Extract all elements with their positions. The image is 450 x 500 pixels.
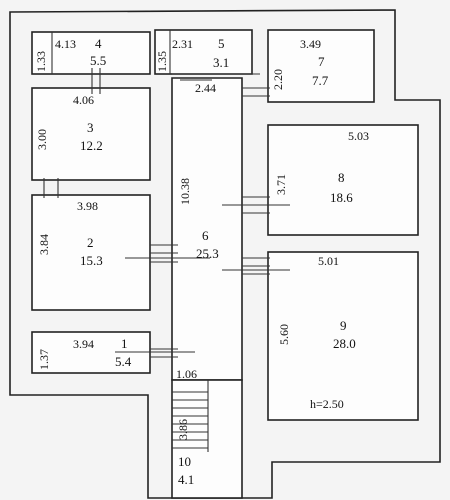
room-5-width: 2.31 — [172, 37, 193, 51]
room-4-height: 1.33 — [34, 51, 48, 72]
room-6-number: 6 — [202, 228, 209, 243]
room-4-area: 5.5 — [90, 53, 106, 68]
room-8-height: 3.71 — [274, 174, 288, 195]
doorways — [43, 68, 270, 358]
staircase — [172, 380, 209, 452]
room-6-width: 2.44 — [195, 81, 216, 95]
room-7 — [267, 29, 375, 103]
room-6-length: 10.38 — [178, 178, 192, 205]
room-7-area: 7.7 — [312, 73, 329, 88]
room-5-height: 1.35 — [155, 51, 169, 72]
room-2-area: 15.3 — [80, 253, 103, 268]
room-6-area: 25.3 — [196, 246, 219, 261]
dimension-lines — [115, 79, 290, 353]
room-9 — [267, 251, 419, 421]
ceiling-height: h=2.50 — [310, 397, 344, 411]
room-4-number: 4 — [95, 36, 102, 51]
room-10-area: 4.1 — [178, 472, 194, 487]
room-3-number: 3 — [87, 120, 94, 135]
room-8-number: 8 — [338, 170, 345, 185]
room-4-width: 4.13 — [55, 37, 76, 51]
room-5 — [154, 29, 253, 75]
room-5-number: 5 — [218, 36, 225, 51]
room-3-height: 3.00 — [35, 129, 49, 150]
room-8-area: 18.6 — [330, 190, 353, 205]
room-3-width: 4.06 — [73, 93, 94, 107]
room-2-width: 3.98 — [77, 199, 98, 213]
room-7-height: 2.20 — [271, 69, 285, 90]
room-1-height: 1.37 — [37, 349, 51, 370]
room-9-number: 9 — [340, 318, 347, 333]
room-10-number: 10 — [178, 454, 191, 469]
room-3 — [31, 87, 151, 181]
room-5-area: 3.1 — [213, 55, 229, 70]
room-7-number: 7 — [318, 54, 325, 69]
room-8-width: 5.03 — [348, 129, 369, 143]
room-2-height: 3.84 — [37, 234, 51, 255]
room-6-width2: 1.06 — [176, 367, 197, 381]
room-1-width: 3.94 — [73, 337, 94, 351]
room-3-area: 12.2 — [80, 138, 103, 153]
outer-wall — [9, 9, 441, 499]
room-8 — [267, 124, 419, 236]
room-1-area: 5.4 — [115, 354, 132, 369]
room-2 — [31, 194, 151, 311]
room-10-height: 3.86 — [176, 419, 190, 440]
room-7-width: 3.49 — [300, 37, 321, 51]
room-1-number: 1 — [121, 336, 128, 351]
room-9-height: 5.60 — [277, 324, 291, 345]
room-9-area: 28.0 — [333, 336, 356, 351]
room-9-width: 5.01 — [318, 254, 339, 268]
room-2-number: 2 — [87, 235, 94, 250]
